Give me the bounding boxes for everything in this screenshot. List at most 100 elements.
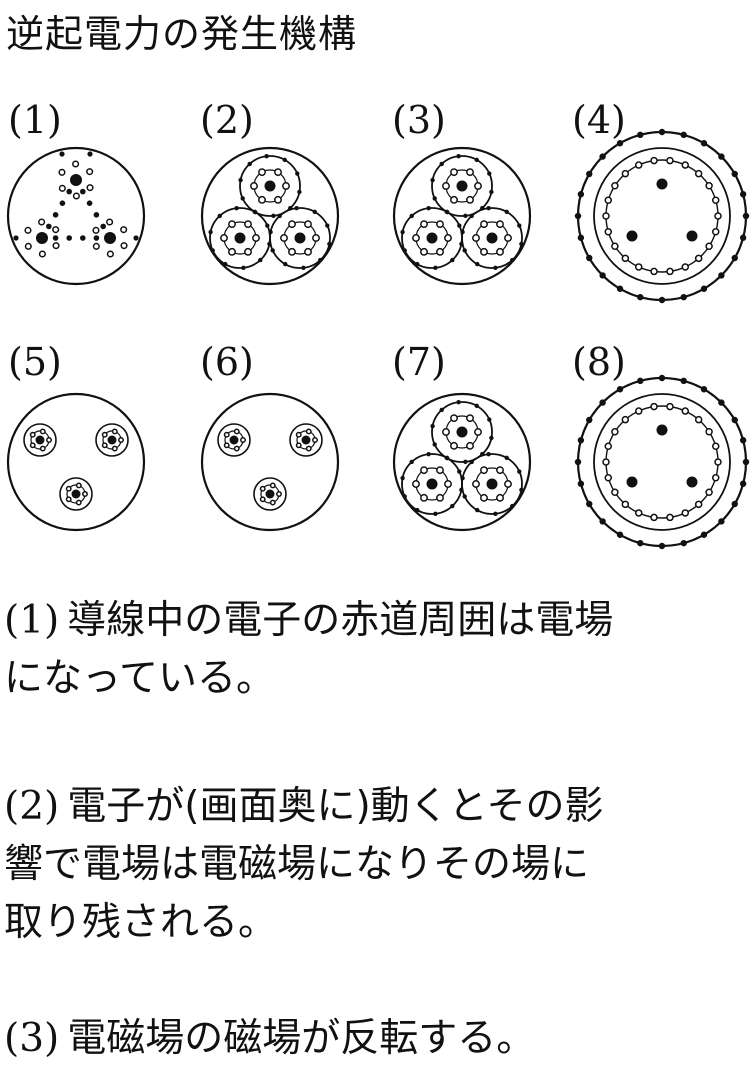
orbit-dot <box>208 229 213 235</box>
field-dot <box>444 234 452 242</box>
field-dot <box>38 218 46 226</box>
field-dot <box>269 482 276 489</box>
field-line-dot <box>742 458 750 466</box>
panel-label-7: (7) <box>392 340 446 384</box>
atom-outer-ring <box>431 401 493 463</box>
orbit-dot <box>433 265 438 271</box>
field-dot <box>258 168 266 177</box>
field-dot <box>694 415 703 424</box>
orbit-dot <box>457 223 462 228</box>
orbit-dot <box>444 209 449 215</box>
field-line-dot <box>599 153 606 160</box>
field-dot <box>694 500 703 509</box>
field-dot <box>466 195 474 204</box>
field-dot <box>106 218 114 226</box>
orbit-dot <box>238 177 243 183</box>
orbit-dot <box>517 223 522 228</box>
field-dot <box>496 220 504 229</box>
field-dot <box>604 442 613 450</box>
orbit-dot <box>277 213 282 219</box>
atom-outer-ring <box>95 423 129 457</box>
orbit-dot <box>240 196 245 201</box>
orbit-dot <box>415 507 420 513</box>
nucleus-dot <box>265 489 275 499</box>
orbit-dot <box>426 451 431 457</box>
nucleus-dot <box>656 178 668 190</box>
field-dot <box>480 220 488 229</box>
orbit-dot <box>234 205 239 211</box>
field-dot <box>504 480 512 488</box>
field-dot <box>72 192 80 200</box>
orbit-dot <box>474 403 479 409</box>
field-line-dot <box>616 386 624 393</box>
field-line-dot <box>739 234 747 241</box>
orbit-dot <box>489 435 494 441</box>
orbit-dot <box>439 407 444 413</box>
diagram-panels <box>6 128 750 550</box>
field-dot <box>681 509 690 517</box>
panel-frame-circle <box>392 392 532 532</box>
field-dot <box>711 442 720 450</box>
field-dot <box>621 254 630 263</box>
field-line-dot <box>680 377 687 385</box>
field-dot <box>472 234 480 242</box>
field-dot <box>39 445 46 452</box>
orbit-dot <box>474 157 479 163</box>
panel-frame-circle <box>200 392 340 532</box>
atom-outer-ring <box>269 207 331 269</box>
field-dot <box>611 242 619 251</box>
nucleus-dot <box>36 232 48 244</box>
field-line-dot <box>739 480 747 487</box>
panel-frame-circle <box>6 392 146 532</box>
atom-outer-ring <box>289 423 323 457</box>
field-dot <box>621 415 630 424</box>
field-dot <box>72 160 80 168</box>
field-line-dot <box>739 437 747 444</box>
field-dot <box>24 242 32 250</box>
electron-dot <box>80 235 86 241</box>
field-line-dot <box>680 293 687 301</box>
field-line-dot <box>586 416 593 424</box>
field-dot <box>666 402 674 411</box>
field-dot <box>711 196 720 204</box>
nucleus-dot <box>426 478 438 490</box>
orbit-dot <box>456 399 461 405</box>
field-dot <box>259 485 266 492</box>
field-line-dot <box>577 437 585 444</box>
field-dot <box>258 195 266 204</box>
field-dot <box>442 182 450 190</box>
electron-dot <box>66 235 72 241</box>
field-dot <box>412 480 420 488</box>
panel-frame-circle <box>392 146 532 286</box>
orbit-dot <box>463 459 468 465</box>
orbit-dot <box>271 213 276 219</box>
nucleus-dot <box>456 180 468 192</box>
orbit-dot <box>519 241 524 247</box>
field-dot <box>295 431 302 438</box>
orbit-dot <box>430 423 435 429</box>
field-line-dot <box>718 518 725 525</box>
field-dot <box>420 247 428 256</box>
field-dot <box>666 267 674 276</box>
field-line-dot <box>680 539 687 547</box>
orbit-dot <box>265 223 270 228</box>
field-dot <box>92 226 100 234</box>
orbit-dot <box>504 209 509 215</box>
field-dot <box>450 195 458 204</box>
orbit-dot <box>268 229 273 235</box>
field-dot <box>705 427 713 436</box>
orbit-dot <box>432 196 437 201</box>
field-line-dot <box>700 531 708 538</box>
field-line-dot <box>731 170 738 178</box>
field-dot <box>101 442 108 449</box>
nucleus-dot <box>456 426 468 438</box>
field-dot <box>305 445 312 452</box>
field-line-dot <box>637 539 644 547</box>
field-dot <box>82 491 88 497</box>
orbit-dot <box>504 455 509 461</box>
orbit-dot <box>325 223 330 228</box>
field-dot <box>602 458 610 466</box>
field-dot <box>58 184 66 192</box>
field-dot <box>228 220 236 229</box>
orbit-dot <box>433 511 438 517</box>
